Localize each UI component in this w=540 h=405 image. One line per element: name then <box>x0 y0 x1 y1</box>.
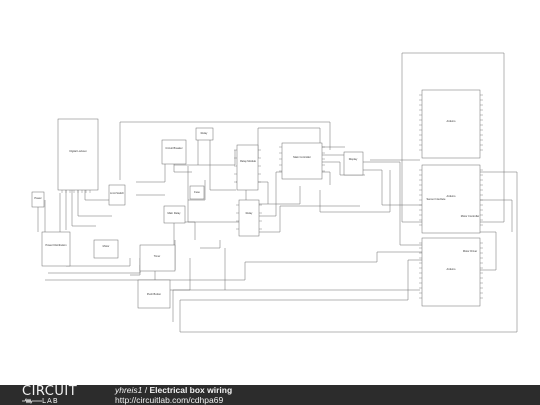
label-arduino-bottom: Arduino <box>447 267 456 271</box>
power-distribution-box <box>41 231 71 267</box>
limit-switch-box <box>108 184 126 206</box>
component-labels: Digital Lockout Power Power Distribution… <box>34 119 479 296</box>
label-motor-controller: Motor Controller <box>461 214 480 218</box>
fuse-box <box>189 185 205 200</box>
circuit-url[interactable]: http://circuitlab.com/cdhpa69 <box>115 395 224 405</box>
pins <box>61 94 483 299</box>
display-box <box>343 151 364 176</box>
relay-right-box <box>238 199 260 237</box>
label-motor-driver: Motor Driver <box>463 249 477 253</box>
label-relay-right: Relay <box>246 211 253 215</box>
main-controller-box <box>281 142 323 180</box>
wires <box>37 52 518 333</box>
label-digital-lockout: Digital Lockout <box>69 149 86 153</box>
label-main-relay: Main Relay <box>168 211 182 215</box>
circuit-breaker-box <box>161 139 187 165</box>
schematic-canvas: Digital Lockout Power Power Distribution… <box>31 52 518 333</box>
author-name[interactable]: yhreis1 <box>115 385 143 395</box>
logo-top-text: CIRCUIT <box>22 384 78 399</box>
digital-lockout-box <box>57 118 99 191</box>
label-circuit-breaker: Circuit Breaker <box>165 146 182 150</box>
label-power-distribution: Power Distribution <box>45 243 67 247</box>
label-push-button: Push Button <box>147 292 162 296</box>
label-power: Power <box>34 196 41 200</box>
circuitlab-logo[interactable]: CIRCUIT LAB <box>22 385 94 405</box>
relay-module-box <box>236 144 259 191</box>
motor-box <box>93 239 119 259</box>
logo-waveform-icon <box>22 397 42 405</box>
timer-box <box>139 244 176 272</box>
circuit-title[interactable]: Electrical box wiring <box>149 385 233 395</box>
label-fuse: Fuse <box>194 190 200 194</box>
footer-bar: CIRCUIT LAB yhreis1 / Electrical box wir… <box>0 385 540 405</box>
arduino-top-box <box>421 89 481 159</box>
push-button-box <box>137 279 171 309</box>
label-arduino-middle: Arduino <box>447 194 456 198</box>
arduino-bottom-box <box>421 237 481 307</box>
label-main-controller: Main Controller <box>293 155 311 159</box>
label-timer: Timer <box>154 254 161 258</box>
relay-top-box <box>195 127 214 141</box>
components <box>31 89 481 309</box>
power-box <box>31 191 45 208</box>
logo-bottom-text: LAB <box>42 397 59 405</box>
label-relay-top: Relay <box>201 131 208 135</box>
label-arduino-top: Arduino <box>447 119 456 123</box>
label-limit-switch: Limit Switch <box>110 191 124 195</box>
arduino-middle-box <box>421 164 481 234</box>
main-relay-box <box>163 205 186 224</box>
label-relay-module: Relay Module <box>240 159 256 163</box>
label-sensor-interface: Sensor Interface <box>426 197 446 201</box>
circuit-meta: yhreis1 / Electrical box wiring <box>115 386 232 395</box>
meta-separator: / <box>142 385 150 395</box>
label-motor: Motor <box>103 244 110 248</box>
label-display: Display <box>349 157 358 161</box>
